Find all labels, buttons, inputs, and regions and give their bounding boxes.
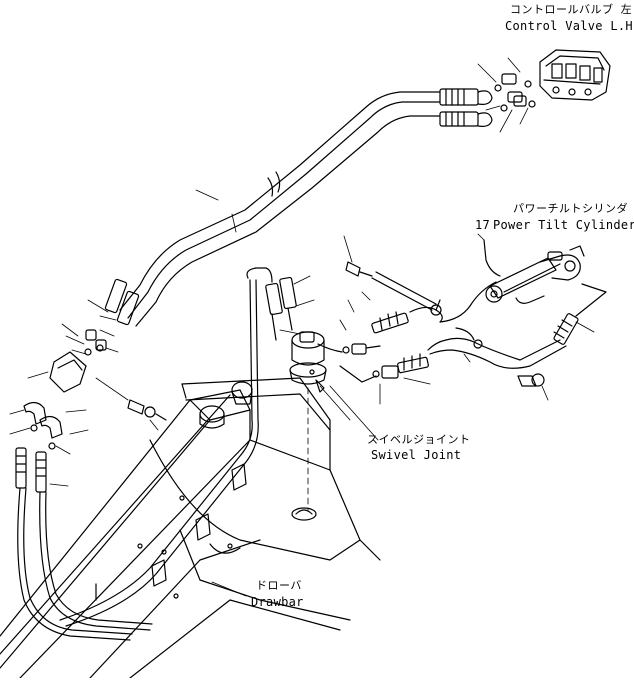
drawbar-frame xyxy=(0,377,381,679)
control-valve-body xyxy=(539,49,611,101)
main-hose-upper-2 xyxy=(135,115,441,327)
control-valve-label-jp: コントロールバルブ 左 xyxy=(510,3,633,16)
swivel-joint-body xyxy=(289,331,351,521)
main-hose-upper xyxy=(119,91,441,319)
tee-block xyxy=(27,323,119,393)
tilt-hoses xyxy=(317,281,567,405)
ref-number-label: 17 xyxy=(475,218,491,232)
swivel-feed-hoses xyxy=(59,267,315,627)
drawbar-label-jp: ドローバ xyxy=(256,579,302,592)
bolt-parts xyxy=(95,377,167,431)
swivel-joint-label-jp: スイベルジョイント xyxy=(367,433,471,446)
control-valve-fittings xyxy=(477,57,536,133)
power-tilt-label-jp: パワーチルトシリンダ xyxy=(513,202,628,215)
drawbar-label-en: Drawbar xyxy=(251,595,304,609)
swivel-joint-label-en: Swivel Joint xyxy=(371,448,462,462)
power-tilt-label-en: Power Tilt Cylinder xyxy=(493,218,634,232)
left-elbows xyxy=(9,401,89,455)
ball-joint xyxy=(199,381,253,429)
hose-end-fittings-top xyxy=(439,88,493,127)
hose-end-left xyxy=(87,278,140,326)
control-valve-label-en: Control Valve L.H. xyxy=(505,19,634,33)
power-tilt-cylinder xyxy=(477,233,607,345)
hose-clamps xyxy=(151,463,247,587)
swivel-bolts xyxy=(343,235,549,401)
leader-lines xyxy=(195,189,379,597)
